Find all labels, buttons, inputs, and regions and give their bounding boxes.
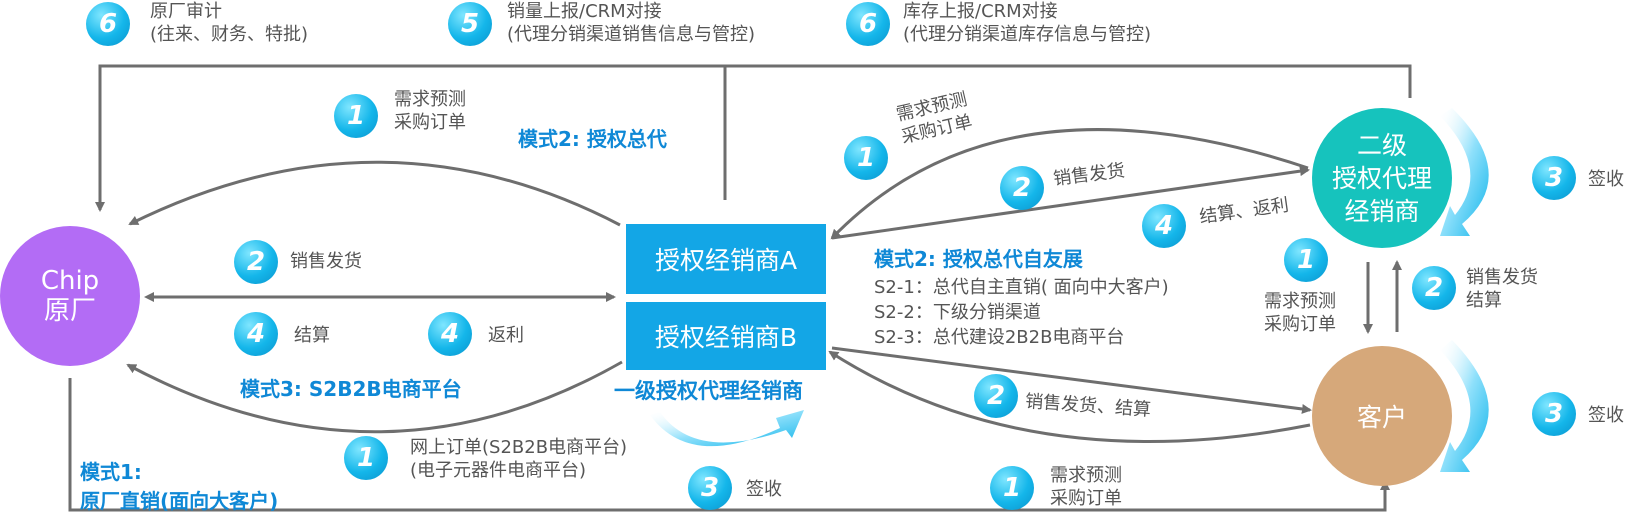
inventory-report-label: 库存上报/CRM对接 (代理分销渠道库存信息与管控) bbox=[903, 0, 1151, 46]
customer-forecast-line1: 需求预测 bbox=[1050, 465, 1122, 486]
mid-forecast-line1: 需求预测 bbox=[1264, 291, 1336, 312]
left-forecast-line1: 需求预测 bbox=[394, 89, 466, 110]
mode1-line2: 原厂直销(面向大客户) bbox=[80, 489, 279, 513]
tier2-forecast-curve bbox=[830, 128, 1309, 240]
tier2-forecast-badge: 1 bbox=[844, 136, 888, 180]
left-ship-label: 销售发货 bbox=[290, 251, 362, 272]
rebate-label: 返利 bbox=[488, 325, 524, 346]
s21-label: S2-1：总代自主直销( 面向中大客户) bbox=[874, 277, 1169, 298]
online-order-badge: 1 bbox=[344, 436, 388, 480]
audit-line2: (往来、财务、特批) bbox=[150, 24, 309, 45]
mid-forecast-line2: 采购订单 bbox=[1264, 314, 1336, 335]
chip-vendor-node[interactable]: Chip 原厂 bbox=[0, 226, 140, 366]
mid-ship-line2: 结算 bbox=[1466, 290, 1502, 311]
dealer-b-box[interactable]: 授权经销商B bbox=[626, 302, 826, 370]
mid-ship-line1: 销售发货 bbox=[1466, 267, 1538, 288]
dealer-a-box[interactable]: 授权经销商A bbox=[626, 224, 826, 294]
customer-ship-badge: 2 bbox=[974, 374, 1018, 418]
audit-label: 原厂审计 (往来、财务、特批) bbox=[150, 0, 308, 46]
dealer-sign-swoosh bbox=[650, 410, 804, 447]
online-line2: (电子元器件电商平台) bbox=[410, 460, 587, 481]
left-forecast-line2: 采购订单 bbox=[394, 112, 466, 133]
tier2-dealer-node[interactable]: 二级 授权代理 经销商 bbox=[1312, 108, 1452, 248]
mode3-title: 模式3: S2B2B电商平台 bbox=[240, 377, 462, 401]
s23-label: S2-3：总代建设2B2B电商平台 bbox=[874, 327, 1125, 348]
vendor-label: 原厂 bbox=[43, 296, 96, 326]
audit-step-badge: 6 bbox=[86, 2, 130, 46]
mode1-line1: 模式1: bbox=[80, 460, 142, 484]
ecommerce-curve bbox=[126, 360, 623, 434]
sales-report-label: 销量上报/CRM对接 (代理分销渠道销售信息与管控) bbox=[507, 0, 755, 46]
tier2-sign-badge: 3 bbox=[1532, 156, 1576, 200]
customer-forecast-curve bbox=[828, 350, 1311, 444]
customer-forecast-badge: 1 bbox=[990, 466, 1034, 510]
mid-ship-label: 销售发货 结算 bbox=[1466, 266, 1538, 312]
tier2-sign-label: 签收 bbox=[1588, 169, 1624, 190]
customer-sign-badge: 3 bbox=[1532, 392, 1576, 436]
left-ship-badge: 2 bbox=[234, 240, 278, 284]
chip-label: Chip bbox=[40, 266, 100, 296]
sales-report-line1: 销量上报/CRM对接 bbox=[507, 1, 662, 22]
tier2-line3: 经销商 bbox=[1344, 196, 1420, 226]
dealer-a-label: 授权经销商A bbox=[654, 246, 798, 275]
tier2-settle-badge: 4 bbox=[1142, 204, 1186, 248]
direct-sales-line bbox=[68, 378, 1390, 512]
audit-line1: 原厂审计 bbox=[150, 1, 222, 22]
mode2b-title: 模式2: 授权总代自友展 bbox=[874, 247, 1083, 271]
inventory-report-line1: 库存上报/CRM对接 bbox=[903, 1, 1058, 22]
audit-loop-line bbox=[95, 64, 1412, 212]
mid-ship-badge: 2 bbox=[1412, 266, 1456, 310]
dealer-b-label: 授权经销商B bbox=[654, 323, 798, 352]
tier2-line2: 授权代理 bbox=[1331, 163, 1432, 193]
tier2-ship-line bbox=[831, 166, 1310, 240]
tier1-caption: 一级授权代理经销商 bbox=[614, 379, 803, 403]
customer-ship-line bbox=[831, 346, 1312, 414]
tier2-line1: 二级 bbox=[1356, 130, 1407, 160]
customer-forecast-line2: 采购订单 bbox=[1050, 488, 1122, 509]
customer-sign-swoosh bbox=[1440, 340, 1489, 472]
left-forecast-badge: 1 bbox=[334, 94, 378, 138]
customer-forecast-label: 需求预测 采购订单 bbox=[1050, 464, 1122, 510]
sales-report-line2: (代理分销渠道销售信息与管控) bbox=[507, 24, 756, 45]
mid-forecast-label: 需求预测 采购订单 bbox=[1264, 290, 1336, 336]
mode2-title: 模式2: 授权总代 bbox=[518, 127, 667, 151]
online-order-label: 网上订单(S2B2B电商平台) (电子元器件电商平台) bbox=[410, 436, 627, 482]
customer-label: 客户 bbox=[1356, 403, 1407, 432]
inventory-report-step-badge: 6 bbox=[846, 2, 890, 46]
left-forecast-label: 需求预测 采购订单 bbox=[394, 88, 466, 134]
tier2-sign-swoosh bbox=[1440, 108, 1489, 236]
rebate-badge: 4 bbox=[428, 312, 472, 356]
inventory-report-line2: (代理分销渠道库存信息与管控) bbox=[903, 24, 1152, 45]
settle-badge: 4 bbox=[234, 312, 278, 356]
sales-report-step-badge: 5 bbox=[448, 2, 492, 46]
customer-sign-label: 签收 bbox=[1588, 405, 1624, 426]
dealer-sign-label: 签收 bbox=[746, 479, 782, 500]
s22-label: S2-2：下级分销渠道 bbox=[874, 302, 1041, 323]
mode1-title: 模式1: 原厂直销(面向大客户) bbox=[80, 458, 278, 516]
settle-label: 结算 bbox=[294, 325, 330, 346]
forecast-curve bbox=[128, 160, 621, 227]
tier2-ship-badge: 2 bbox=[1000, 166, 1044, 210]
mid-forecast-badge: 1 bbox=[1284, 238, 1328, 282]
dealer-sign-badge: 3 bbox=[688, 466, 732, 510]
customer-node[interactable]: 客户 bbox=[1312, 346, 1452, 486]
online-line1: 网上订单(S2B2B电商平台) bbox=[410, 437, 628, 458]
